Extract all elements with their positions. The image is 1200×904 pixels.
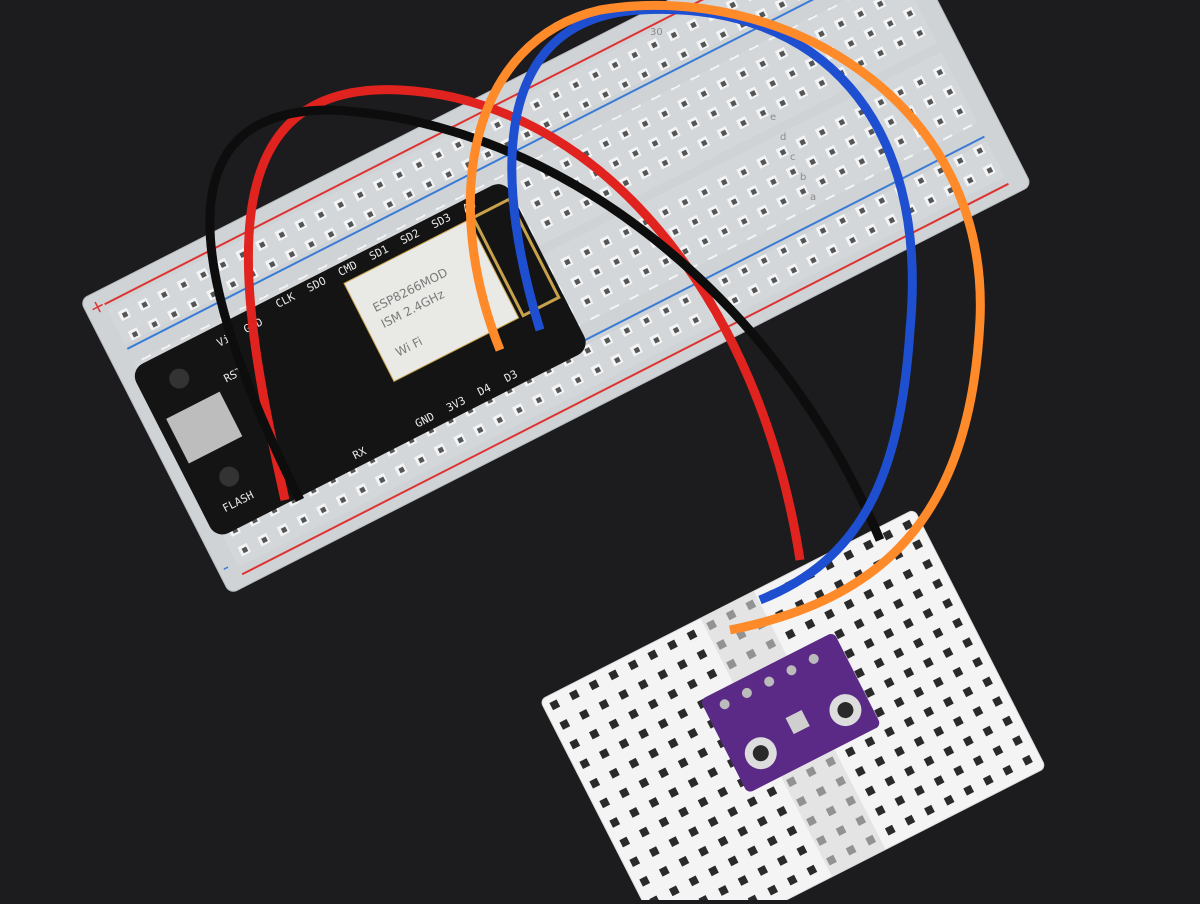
label-d3: D3 (502, 367, 520, 385)
breadboard-row-labels: e d c b a 30 (650, 27, 816, 203)
wire-red (243, 85, 805, 561)
svg-text:b: b (800, 172, 806, 183)
label-d4: D4 (475, 381, 493, 399)
svg-text:a: a (810, 192, 816, 203)
wire-black (205, 105, 885, 542)
svg-text:30: 30 (650, 27, 663, 38)
wire-orange (465, 1, 985, 635)
svg-text:d: d (780, 132, 786, 143)
svg-text:c: c (790, 152, 796, 163)
label-rx: RX (351, 444, 369, 462)
wire-blue (507, 4, 917, 605)
svg-text:e: e (770, 112, 776, 123)
pressure-sensor-module (702, 633, 880, 792)
